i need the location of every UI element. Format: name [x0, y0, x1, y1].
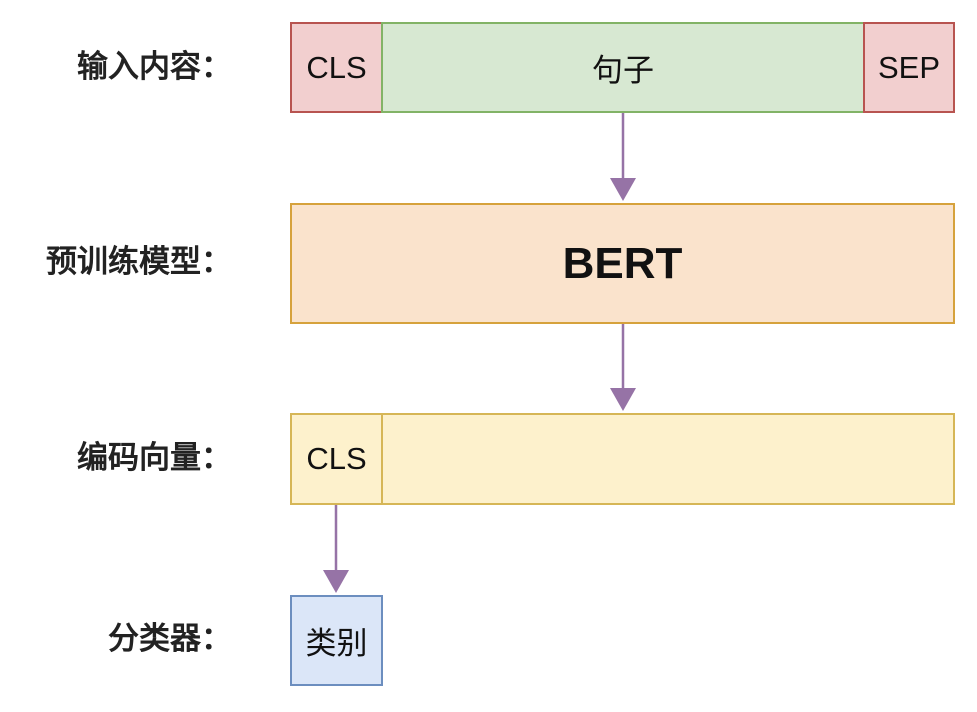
bert-model-box: BERT: [290, 203, 955, 324]
input-sep-label: SEP: [877, 49, 941, 85]
input-sep-token: SEP: [863, 22, 955, 113]
bert-model-label: BERT: [562, 238, 683, 288]
arrow-bert-to-encoding-head: [610, 388, 636, 411]
encoding-row-label: 编码向量：: [77, 440, 232, 476]
arrow-input-to-bert-head: [610, 178, 636, 201]
input-row-label: 输入内容：: [77, 49, 232, 85]
input-cls-label: CLS: [306, 49, 367, 85]
model-row-label: 预训练模型：: [46, 244, 232, 280]
arrow-cls-to-classifier-head: [323, 570, 349, 593]
classifier-output-box: 类别: [290, 595, 383, 686]
input-cls-token: CLS: [290, 22, 383, 113]
classifier-row-label: 分类器：: [108, 621, 232, 657]
encoding-token-vectors: [381, 413, 955, 505]
encoding-cls-label: CLS: [306, 441, 367, 476]
classifier-output-label: 类别: [305, 626, 368, 662]
input-sentence-label: 句子: [592, 53, 654, 89]
